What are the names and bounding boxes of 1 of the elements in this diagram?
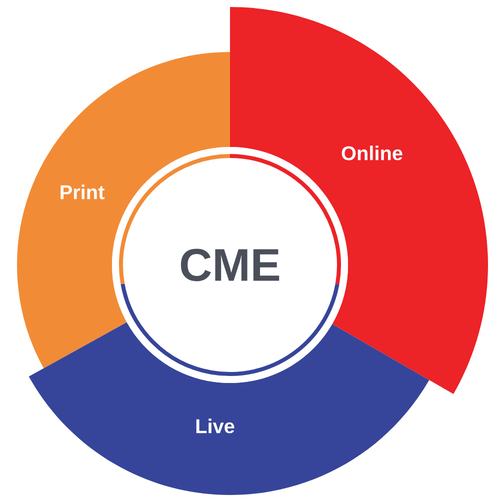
ring-segment: Live	[28, 322, 430, 496]
